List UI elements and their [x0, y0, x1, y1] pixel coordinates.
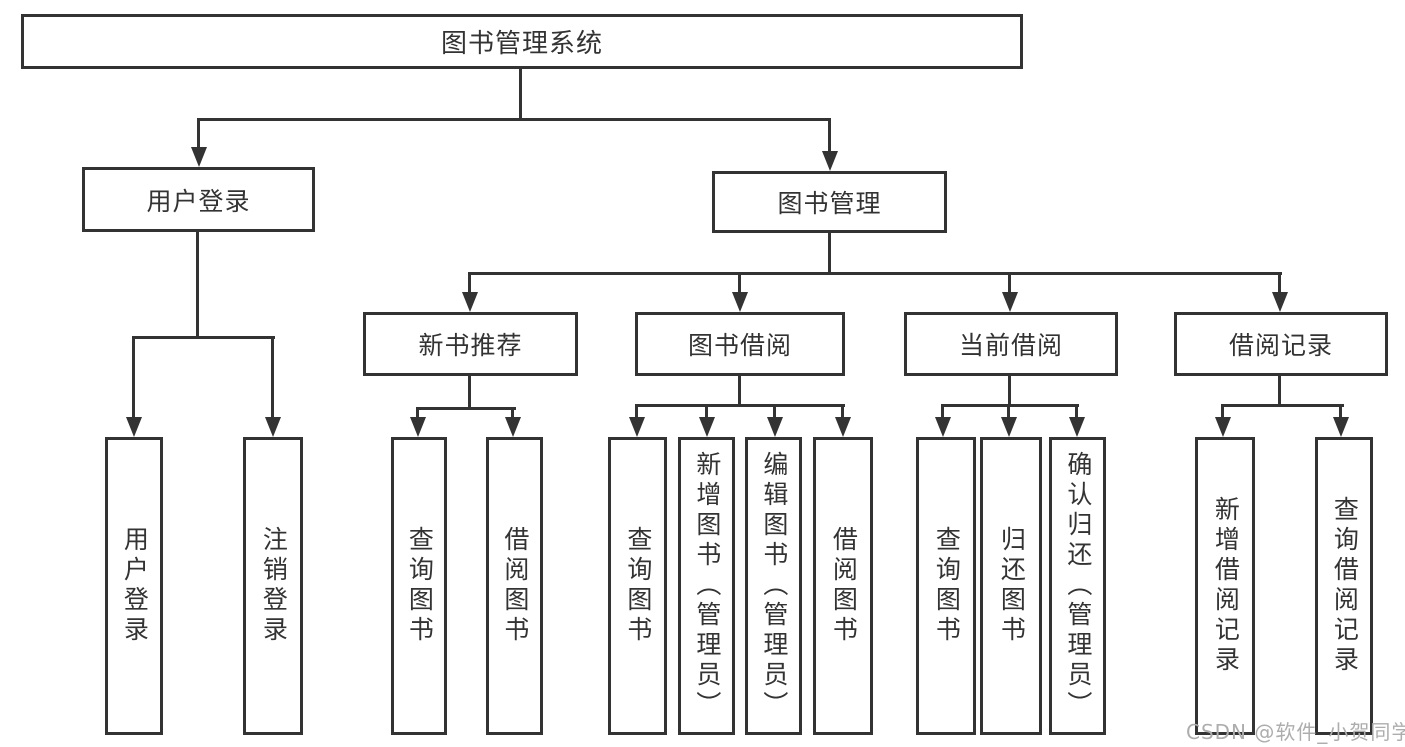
connector-line: [1278, 272, 1281, 296]
connector-line: [738, 272, 741, 296]
arrow-down-icon: [1001, 417, 1017, 437]
connector-line: [828, 118, 831, 155]
arrow-down-icon: [505, 417, 521, 437]
node-query-books-recommend: 查询图书: [391, 437, 447, 735]
arrow-down-icon: [1002, 292, 1018, 312]
node-borrow-books-recommend: 借阅图书: [486, 437, 543, 735]
connector-line: [132, 336, 135, 424]
node-confirm-return-admin: 确认归还（管理员）: [1049, 437, 1106, 735]
node-new-book-recommendation: 新书推荐: [363, 312, 578, 376]
node-label: 图书管理: [777, 189, 882, 218]
node-return-books: 归还图书: [980, 437, 1042, 735]
arrow-down-icon: [1272, 292, 1288, 312]
connector-line: [1339, 404, 1342, 422]
connector-line: [196, 232, 199, 336]
node-add-borrow-record: 新增借阅记录: [1195, 437, 1255, 735]
node-book-management: 图书管理: [712, 171, 947, 233]
arrow-down-icon: [835, 417, 851, 437]
connector-line: [738, 376, 741, 407]
node-edit-books-admin: 编辑图书（管理员）: [745, 437, 802, 735]
connector-line: [635, 404, 638, 422]
connector-line: [705, 404, 708, 422]
arrow-down-icon: [1215, 417, 1231, 437]
connector-line: [773, 404, 776, 422]
node-label: 注销登录: [259, 526, 289, 646]
node-label: 新增借阅记录: [1211, 496, 1241, 676]
node-query-borrow-record: 查询借阅记录: [1315, 437, 1373, 735]
node-label: 当前借阅: [958, 331, 1063, 360]
node-label: 用户登录: [146, 186, 251, 216]
node-label: 借阅图书: [829, 526, 859, 646]
watermark-text: CSDN @软件_小贺同学: [1186, 720, 1405, 744]
node-query-books-borrowing: 查询图书: [608, 437, 667, 735]
node-book-borrowing: 图书借阅: [635, 312, 845, 376]
arrow-down-icon: [126, 417, 142, 437]
connector-line: [1008, 272, 1011, 296]
node-current-borrowing: 当前借阅: [904, 312, 1118, 376]
node-label: 编辑图书（管理员）: [759, 451, 789, 721]
arrow-down-icon: [265, 417, 281, 437]
node-label: 查询图书: [405, 526, 435, 646]
connector-line: [1007, 404, 1010, 422]
connector-line: [271, 336, 274, 424]
connector-line: [468, 376, 471, 410]
arrow-down-icon: [935, 417, 951, 437]
node-label: 新增图书（管理员）: [692, 451, 722, 721]
node-label: 新书推荐: [418, 331, 523, 360]
arrow-down-icon: [822, 151, 838, 171]
node-label: 图书借阅: [687, 331, 792, 360]
node-label: 借阅图书: [500, 526, 530, 646]
connector-line: [511, 407, 514, 423]
node-user-login-leaf: 用户登录: [105, 437, 163, 735]
connector-line: [197, 118, 200, 152]
arrow-down-icon: [732, 292, 748, 312]
node-query-books-current: 查询图书: [916, 437, 976, 735]
node-label: 用户登录: [120, 526, 150, 646]
node-library-management-system: 图书管理系统: [21, 14, 1023, 69]
arrow-down-icon: [629, 417, 645, 437]
node-borrow-books-leaf: 借阅图书: [813, 437, 873, 735]
node-logout-leaf: 注销登录: [243, 437, 303, 735]
connector-line: [519, 69, 522, 118]
connector-line: [941, 404, 1079, 407]
node-label: 借阅记录: [1228, 331, 1333, 360]
connector-line: [941, 404, 944, 422]
connector-line: [468, 272, 471, 296]
arrow-down-icon: [767, 417, 783, 437]
connector-line: [416, 407, 419, 423]
arrow-down-icon: [1333, 417, 1349, 437]
connector-line: [841, 404, 844, 422]
connector-line: [1221, 404, 1224, 422]
node-label: 确认归还（管理员）: [1063, 451, 1093, 721]
node-borrowing-records: 借阅记录: [1174, 312, 1388, 376]
connector-line: [468, 272, 1282, 275]
connector-line: [635, 404, 845, 407]
node-add-books-admin: 新增图书（管理员）: [678, 437, 735, 735]
connector-line: [1278, 376, 1281, 407]
connector-line: [197, 118, 831, 121]
connector-line: [828, 233, 831, 275]
connector-line: [1075, 404, 1078, 422]
node-label: 查询图书: [623, 526, 653, 646]
node-user-login: 用户登录: [82, 167, 315, 232]
node-label: 图书管理系统: [440, 29, 603, 59]
arrow-down-icon: [410, 417, 426, 437]
arrow-down-icon: [699, 417, 715, 437]
arrow-down-icon: [191, 147, 207, 167]
connector-line: [1221, 404, 1344, 407]
arrow-down-icon: [462, 292, 478, 312]
node-label: 查询图书: [932, 526, 962, 646]
connector-line: [132, 336, 275, 339]
connector-line: [416, 407, 516, 410]
node-label: 归还图书: [997, 526, 1027, 646]
connector-line: [1008, 376, 1011, 407]
node-label: 查询借阅记录: [1330, 496, 1360, 676]
arrow-down-icon: [1069, 417, 1085, 437]
